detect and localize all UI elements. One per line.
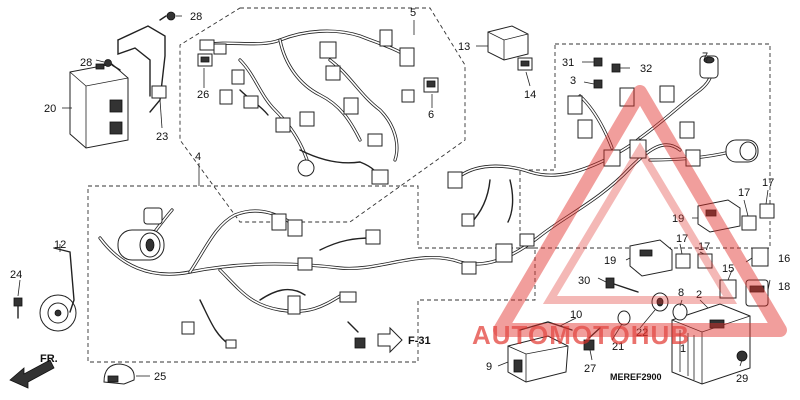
coupler-26 [197, 53, 213, 67]
relay-17-a [741, 215, 757, 231]
callout-16: 16 [778, 253, 790, 265]
subharness-group-box [179, 7, 466, 223]
relay-17-b [759, 203, 775, 219]
callout-17-a: 17 [738, 187, 750, 199]
ecu-bracket [117, 25, 167, 113]
callout-14: 14 [524, 89, 536, 101]
callout-30: 30 [578, 275, 590, 287]
coupler-6 [423, 77, 439, 93]
bolt-27 [583, 327, 601, 351]
bolt-23 [13, 297, 23, 319]
connector-cylinder-right [725, 139, 759, 163]
clip-32 [611, 63, 621, 73]
bolt-f31 [347, 321, 366, 349]
relay-17-d [697, 253, 713, 269]
watermark-text: AUTOMOTOHUB [472, 320, 690, 350]
callout-28-left: 28 [80, 57, 92, 69]
callout-29: 29 [736, 373, 748, 385]
main-harness-group-box [87, 185, 536, 363]
relay-13 [487, 25, 529, 61]
callout-1: 1 [680, 343, 686, 355]
reference-label: F-31 [408, 335, 431, 347]
relay-18 [745, 279, 769, 307]
callout-7: 7 [702, 51, 708, 63]
callout-6: 6 [428, 109, 434, 121]
fuse-box-19-lower [629, 239, 673, 277]
callout-12: 12 [54, 239, 66, 251]
horn [39, 247, 77, 332]
bolt-28-left [104, 59, 121, 71]
clip-3 [593, 79, 603, 89]
front-direction-arrow [9, 359, 55, 389]
bolt-30 [605, 277, 639, 293]
callout-32: 32 [640, 63, 652, 75]
callout-25: 25 [154, 371, 166, 383]
direction-label: FR. [40, 353, 58, 365]
callout-21: 21 [612, 341, 624, 353]
callout-28-top: 28 [190, 11, 202, 23]
callout-5: 5 [410, 7, 416, 19]
bolt-28-top [159, 11, 176, 21]
clip-31 [593, 57, 603, 67]
bolt-29 [736, 350, 748, 362]
callout-13: 13 [458, 41, 470, 53]
callout-15: 15 [722, 263, 734, 275]
callout-4: 4 [195, 151, 201, 163]
callout-20: 20 [44, 103, 56, 115]
callout-22: 23 [156, 131, 168, 143]
callout-10: 10 [570, 309, 582, 321]
diagram-code: MEREF2900 [610, 372, 662, 382]
relay-16 [751, 247, 769, 267]
collar-8 [672, 303, 688, 321]
reference-arrow [377, 326, 403, 354]
callout-24: 22 [636, 327, 648, 339]
callout-3: 3 [570, 75, 576, 87]
right-harness-group-box [519, 43, 771, 249]
callout-8: 8 [678, 287, 684, 299]
subharness-5 [199, 29, 415, 185]
clamp-25 [103, 363, 135, 385]
callout-27: 27 [584, 363, 596, 375]
callout-19-lower: 19 [604, 255, 616, 267]
callout-17-c: 17 [676, 233, 688, 245]
callout-2: 2 [696, 289, 702, 301]
right-harness [447, 55, 759, 227]
watermark-logo: AUTOMOTOHUB [472, 85, 787, 350]
callout-9: 9 [486, 361, 492, 373]
callout-17-b: 17 [762, 177, 774, 189]
callout-31: 31 [562, 57, 574, 69]
grommet-24 [651, 292, 669, 312]
relay-17-c [675, 253, 691, 269]
washer-21 [617, 310, 631, 326]
callout-18: 18 [778, 281, 790, 293]
connector-7 [699, 55, 719, 79]
callout-19-upper: 19 [672, 213, 684, 225]
fuse-box-19-upper [697, 199, 741, 233]
callout-26: 26 [197, 89, 209, 101]
callout-23: 24 [10, 269, 22, 281]
connector-cylinder-left [117, 229, 165, 261]
callout-17-d: 17 [698, 241, 710, 253]
bracket-10 [519, 321, 573, 331]
sensor-9 [507, 335, 569, 383]
ecu-module [69, 63, 129, 149]
main-harness-4 [98, 143, 682, 349]
regulator-1 [671, 303, 751, 385]
connector-14 [517, 57, 533, 71]
